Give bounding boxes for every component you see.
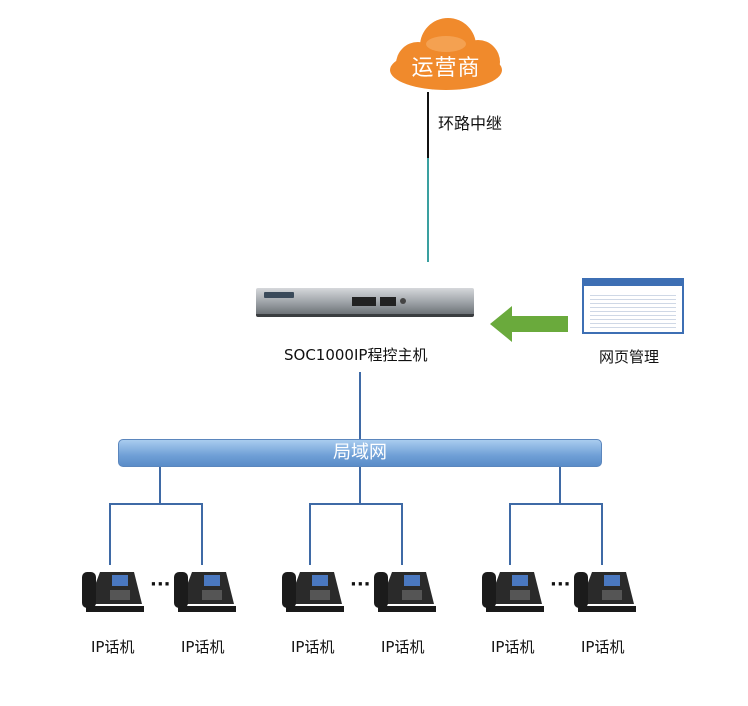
host-label: SOC1000IP程控主机 xyxy=(284,346,428,364)
ip-phone-icon xyxy=(574,572,636,612)
ellipsis: ··· xyxy=(150,574,171,595)
phone-label: IP话机 xyxy=(381,638,425,656)
branch-middle xyxy=(309,467,403,565)
trunk-label: 环路中继 xyxy=(438,114,503,133)
ip-phone-icon xyxy=(174,572,236,612)
lan-label: 局域网 xyxy=(333,442,387,463)
ip-phone-icon xyxy=(482,572,544,612)
web-arrow-icon xyxy=(490,306,568,342)
branch-right xyxy=(509,467,603,565)
web-label: 网页管理 xyxy=(599,348,660,366)
web-screen-icon xyxy=(582,278,684,334)
ellipsis: ··· xyxy=(350,574,371,595)
lan-bar xyxy=(118,439,602,467)
phone-label: IP话机 xyxy=(91,638,135,656)
phone-label: IP话机 xyxy=(491,638,535,656)
ip-phone-icon xyxy=(374,572,436,612)
phone-label: IP话机 xyxy=(581,638,625,656)
host-device-icon xyxy=(256,288,474,317)
ip-phone-icon xyxy=(82,572,144,612)
ip-phone-icon xyxy=(282,572,344,612)
branch-left xyxy=(109,467,203,565)
phone-label: IP话机 xyxy=(291,638,335,656)
phone-label: IP话机 xyxy=(181,638,225,656)
cloud-label: 运营商 xyxy=(411,56,481,81)
ellipsis: ··· xyxy=(550,574,571,595)
